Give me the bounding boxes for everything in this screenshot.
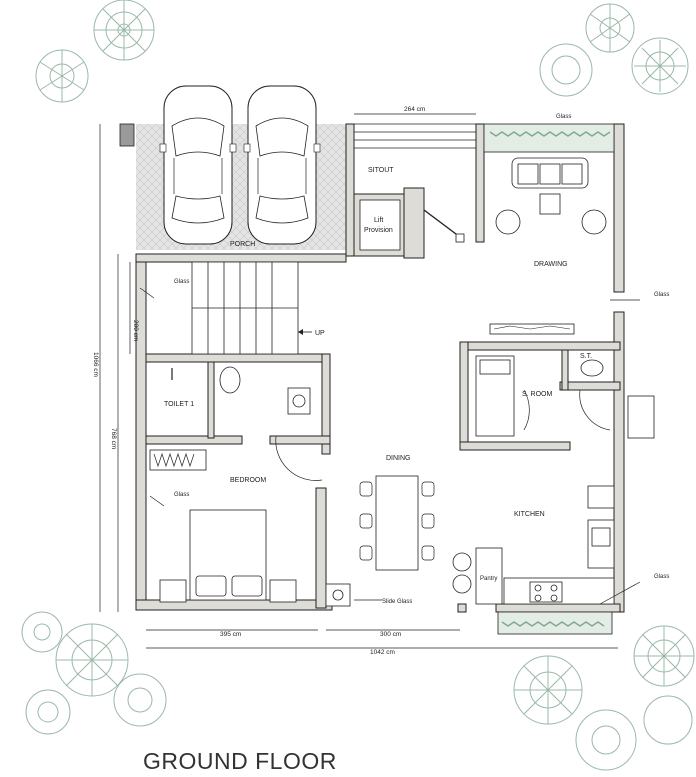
label-up: UP (315, 330, 325, 337)
dimension-lines (99, 113, 641, 649)
label-kitchen: KITCHEN (514, 511, 545, 518)
note-glass-bedroom: Glass (174, 492, 189, 498)
dim-overall-height: 1066 cm (92, 352, 99, 377)
planter-bottom-texture (501, 621, 605, 627)
car-right (243, 85, 321, 245)
sitout-steps (354, 123, 476, 149)
plant-top-left (35, 0, 155, 103)
label-st: S.T. (580, 353, 592, 360)
note-glass-kitchen: Glass (654, 574, 669, 580)
plant-top-right (539, 3, 689, 97)
label-lift-line2: Provision (364, 227, 393, 234)
label-lift-line1: Lift (374, 217, 383, 224)
dim-bottom-mid: 300 cm (380, 631, 401, 638)
label-drawing: DRAWING (534, 261, 568, 268)
drawing-furniture (423, 157, 607, 243)
plant-bottom-left (21, 611, 167, 735)
walls (135, 123, 625, 613)
label-sitout: SITOUT (368, 167, 394, 174)
kitchen-fixtures (452, 323, 615, 605)
bedroom-furniture (149, 449, 351, 607)
plant-bottom-right (513, 625, 695, 771)
dim-top: 264 cm (404, 106, 425, 113)
label-porch: PORCH (230, 241, 255, 248)
dim-bottom-left: 395 cm (220, 631, 241, 638)
label-sroom: S. ROOM (522, 391, 553, 398)
label-bedroom: BEDROOM (230, 477, 266, 484)
dim-overall-width: 1042 cm (370, 649, 395, 656)
note-slide-glass: Slide Glass (382, 599, 412, 605)
entry-pillar (119, 123, 135, 147)
label-pantry: Pantry (480, 576, 497, 582)
staircase (191, 261, 312, 355)
sroom-fixtures (475, 355, 655, 439)
note-glass-stair: Glass (174, 279, 189, 285)
plan-title: GROUND FLOOR (143, 748, 337, 774)
car-left (159, 85, 237, 245)
dim-stair: 200 cm (132, 320, 139, 341)
toilet-fixtures (171, 366, 323, 481)
planter-top (483, 123, 615, 153)
note-glass-top: Glass (556, 114, 571, 120)
planter-bottom (497, 611, 613, 635)
label-dining: DINING (386, 455, 411, 462)
dining-set (359, 475, 435, 571)
planter-top-texture (489, 131, 611, 137)
note-glass-right: Glass (654, 292, 669, 298)
landscape-plants (21, 0, 695, 771)
label-toilet: TOILET 1 (164, 401, 194, 408)
dim-left-inner: 768 cm (110, 428, 117, 449)
